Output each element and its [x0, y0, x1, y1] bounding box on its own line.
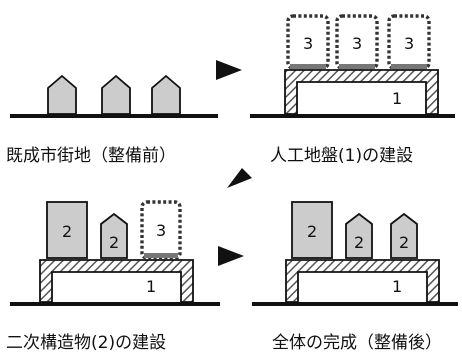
completed-building-gabled: [390, 212, 418, 259]
panel-3-caption: 二次構造物(2)の建設: [6, 333, 166, 353]
planned-label: 3: [156, 221, 166, 240]
planned-building: [335, 14, 379, 70]
planned-label: 3: [404, 34, 414, 53]
panel-completed: 1 2 2 2 全体の完成（整備後）: [252, 201, 458, 353]
planned-building: [387, 14, 431, 70]
building-label: 2: [62, 222, 72, 241]
artificial-ground-platform: [284, 69, 439, 115]
planned-label: 3: [303, 34, 313, 53]
arrow-right-icon: [218, 246, 244, 266]
planned-building-base: [144, 253, 178, 258]
planned-building: [286, 14, 330, 70]
panel-4-caption: 全体の完成（整備後）: [272, 333, 442, 353]
panel-artificial-ground: 1 3 3 3 人工地盤(1)の建設: [250, 14, 455, 166]
arrow-right-icon: [216, 60, 242, 80]
house-1: [47, 74, 77, 115]
platform-label: 1: [392, 277, 402, 296]
planned-building-base: [290, 64, 326, 69]
panel-secondary-structures: 1 2 2 3 二次構造物(2)の建設: [6, 200, 220, 353]
artificial-ground-platform: [39, 259, 194, 303]
panel-2-caption: 人工地盤(1)の建設: [270, 146, 413, 166]
planned-building-base: [391, 64, 427, 69]
artificial-ground-platform: [285, 259, 440, 303]
panel-1-caption: 既成市街地（整備前）: [6, 146, 176, 166]
arrow-down-left-icon: [227, 168, 252, 188]
completed-building-gabled: [345, 212, 373, 259]
secondary-building-gabled: [100, 212, 128, 259]
building-label: 2: [399, 233, 409, 252]
platform-label: 1: [392, 89, 402, 108]
building-label: 2: [307, 222, 317, 241]
panel-existing-area: 既成市街地（整備前）: [6, 74, 218, 166]
completed-building-tall: [291, 201, 333, 259]
planned-building-base: [339, 64, 375, 69]
building-label: 2: [354, 233, 364, 252]
building-label: 2: [109, 233, 119, 252]
platform-label: 1: [146, 277, 156, 296]
planned-label: 3: [352, 34, 362, 53]
house-2: [101, 74, 131, 115]
house-3: [151, 74, 181, 115]
secondary-building-tall: [46, 201, 88, 259]
